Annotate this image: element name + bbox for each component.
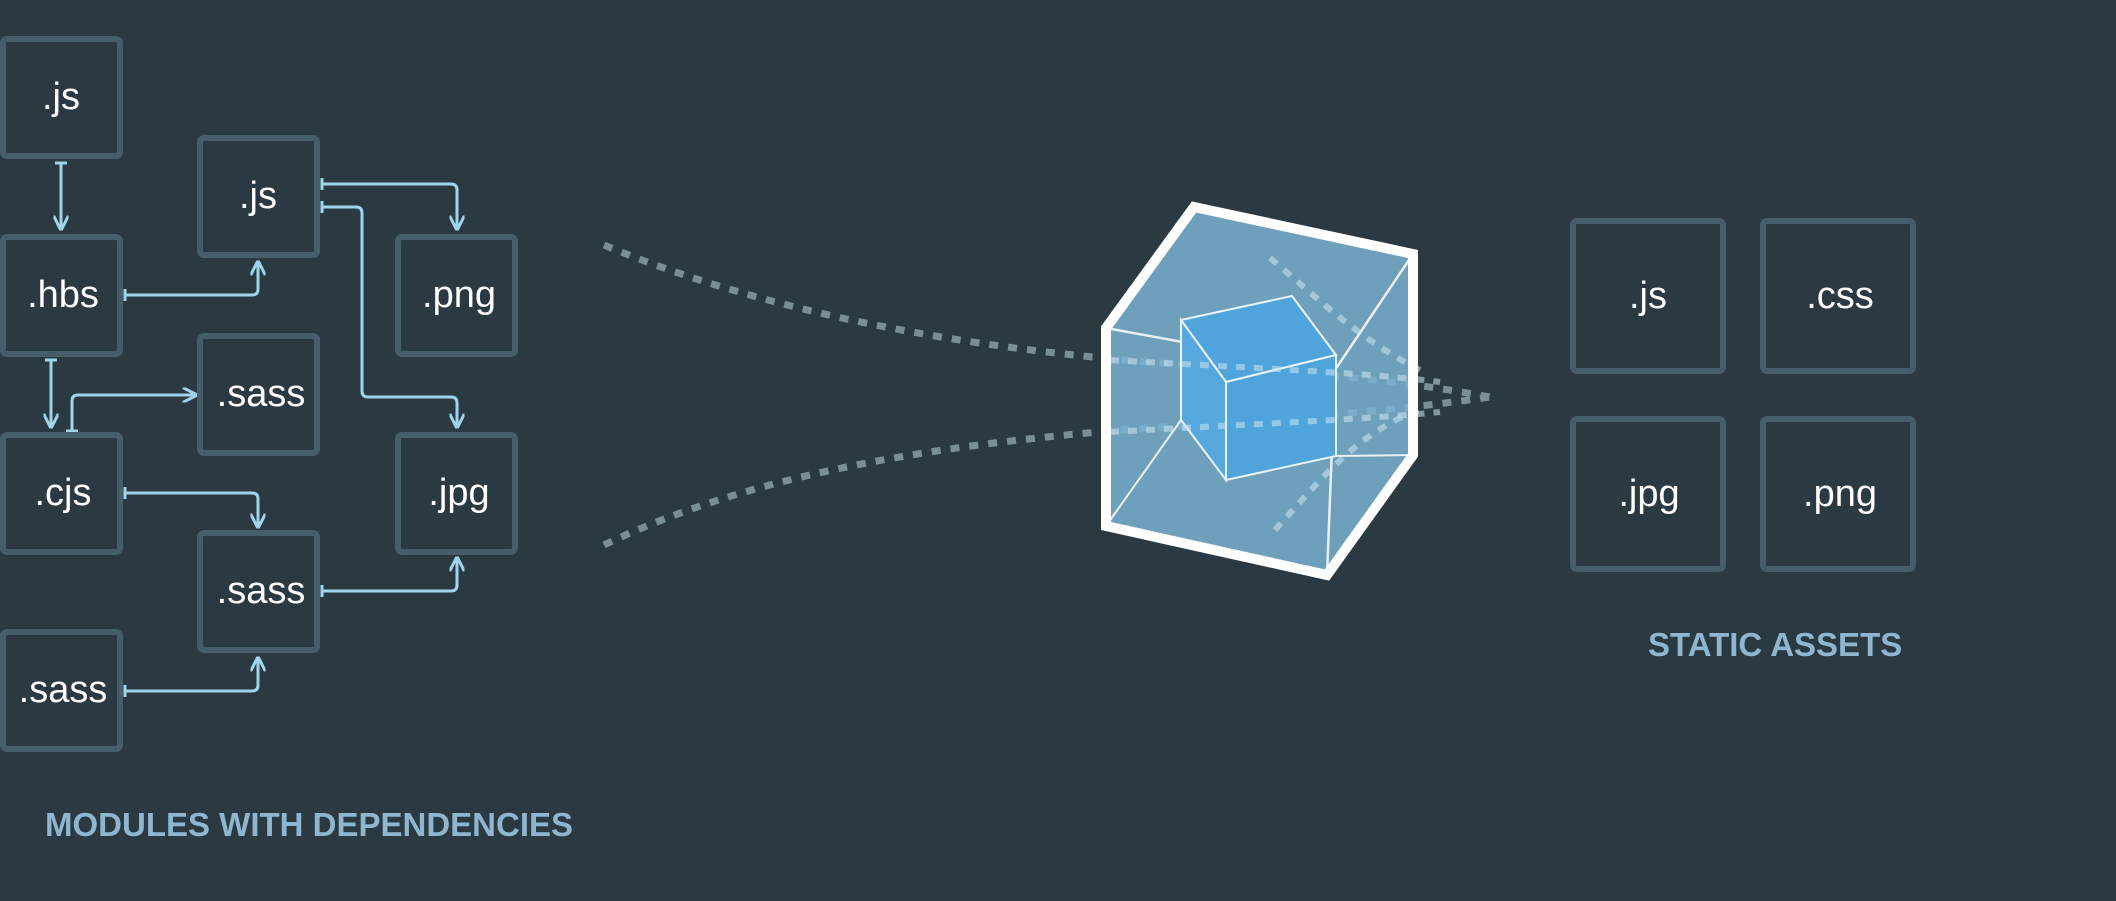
asset-label: .png: [1803, 473, 1877, 515]
arrow-sass-to-jpg: [322, 558, 457, 593]
module-box: .jpg: [395, 432, 518, 555]
arrow-js-to-png: [322, 182, 457, 229]
arrow-js-to-jpg: [322, 205, 457, 427]
asset-box: .jpg: [1570, 416, 1726, 572]
module-label: .hbs: [27, 274, 99, 316]
module-label: .sass: [217, 373, 306, 415]
dependency-arrows: [45, 161, 457, 697]
arrow-cjs-to-sass: [70, 395, 196, 431]
arrow-sass-to-sass: [125, 658, 258, 693]
static-assets-caption: STATIC ASSETS: [1648, 626, 1902, 663]
asset-box: .js: [1570, 218, 1726, 374]
module-box: .js: [0, 36, 123, 159]
asset-box: .png: [1760, 416, 1916, 572]
arrow-cjs-to-sass-2: [125, 491, 258, 527]
module-box: .js: [197, 135, 320, 258]
module-label: .sass: [19, 669, 108, 711]
module-label: .cjs: [35, 472, 92, 514]
module-box: .sass: [197, 333, 320, 456]
module-label: .jpg: [428, 472, 489, 514]
asset-label: .js: [1629, 275, 1667, 317]
module-label: .png: [422, 274, 496, 316]
asset-label: .css: [1806, 275, 1874, 317]
arrow-hbs-to-js: [125, 262, 258, 297]
module-label: .sass: [217, 570, 306, 612]
asset-label: .jpg: [1618, 473, 1679, 515]
asset-box: .css: [1760, 218, 1916, 374]
webpack-cube-icon: [1101, 201, 1441, 581]
module-label: .js: [42, 76, 80, 118]
module-box: .sass: [197, 530, 320, 653]
module-label: .js: [239, 175, 277, 217]
module-box: .cjs: [0, 432, 123, 555]
modules-caption: MODULES WITH DEPENDENCIES: [45, 806, 573, 843]
module-box: .hbs: [0, 234, 123, 357]
module-box: .sass: [0, 629, 123, 752]
module-box: .png: [395, 234, 518, 357]
